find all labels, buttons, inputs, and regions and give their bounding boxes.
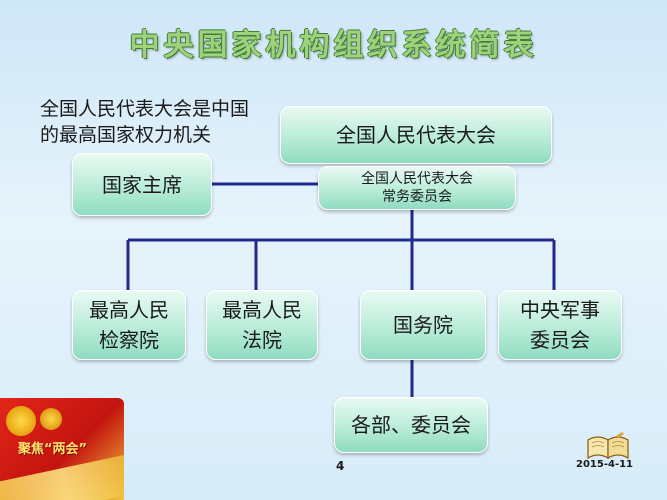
logo-stripe: [0, 452, 124, 500]
node-court: 最高人民 法院: [206, 290, 318, 360]
open-book-icon: [587, 432, 629, 460]
two-sessions-logo: 聚焦“两会”: [0, 398, 124, 500]
note-text: 全国人民代表大会是中国 的最高国家权力机关: [40, 96, 290, 148]
node-standing-committee: 全国人民代表大会 常务委员会: [318, 166, 516, 210]
slide-date: 2015-4-11: [576, 459, 634, 470]
node-ministries: 各部、委员会: [334, 397, 488, 453]
node-president: 国家主席: [72, 153, 212, 216]
note-line-2: 的最高国家权力机关: [40, 124, 212, 146]
note-line-1: 全国人民代表大会是中国: [40, 98, 250, 120]
page-number: 4: [336, 459, 345, 473]
node-state-council: 国务院: [360, 290, 486, 360]
national-emblem-icon: [6, 406, 36, 436]
slide-title: 中央国家机构组织系统简表: [129, 28, 538, 63]
node-npc: 全国人民代表大会: [280, 106, 552, 164]
logo-caption: 聚焦“两会”: [18, 442, 88, 457]
node-procuratorate: 最高人民 检察院: [72, 290, 186, 360]
party-emblem-icon: [40, 408, 62, 430]
node-military-commission: 中央军事 委员会: [498, 290, 622, 360]
